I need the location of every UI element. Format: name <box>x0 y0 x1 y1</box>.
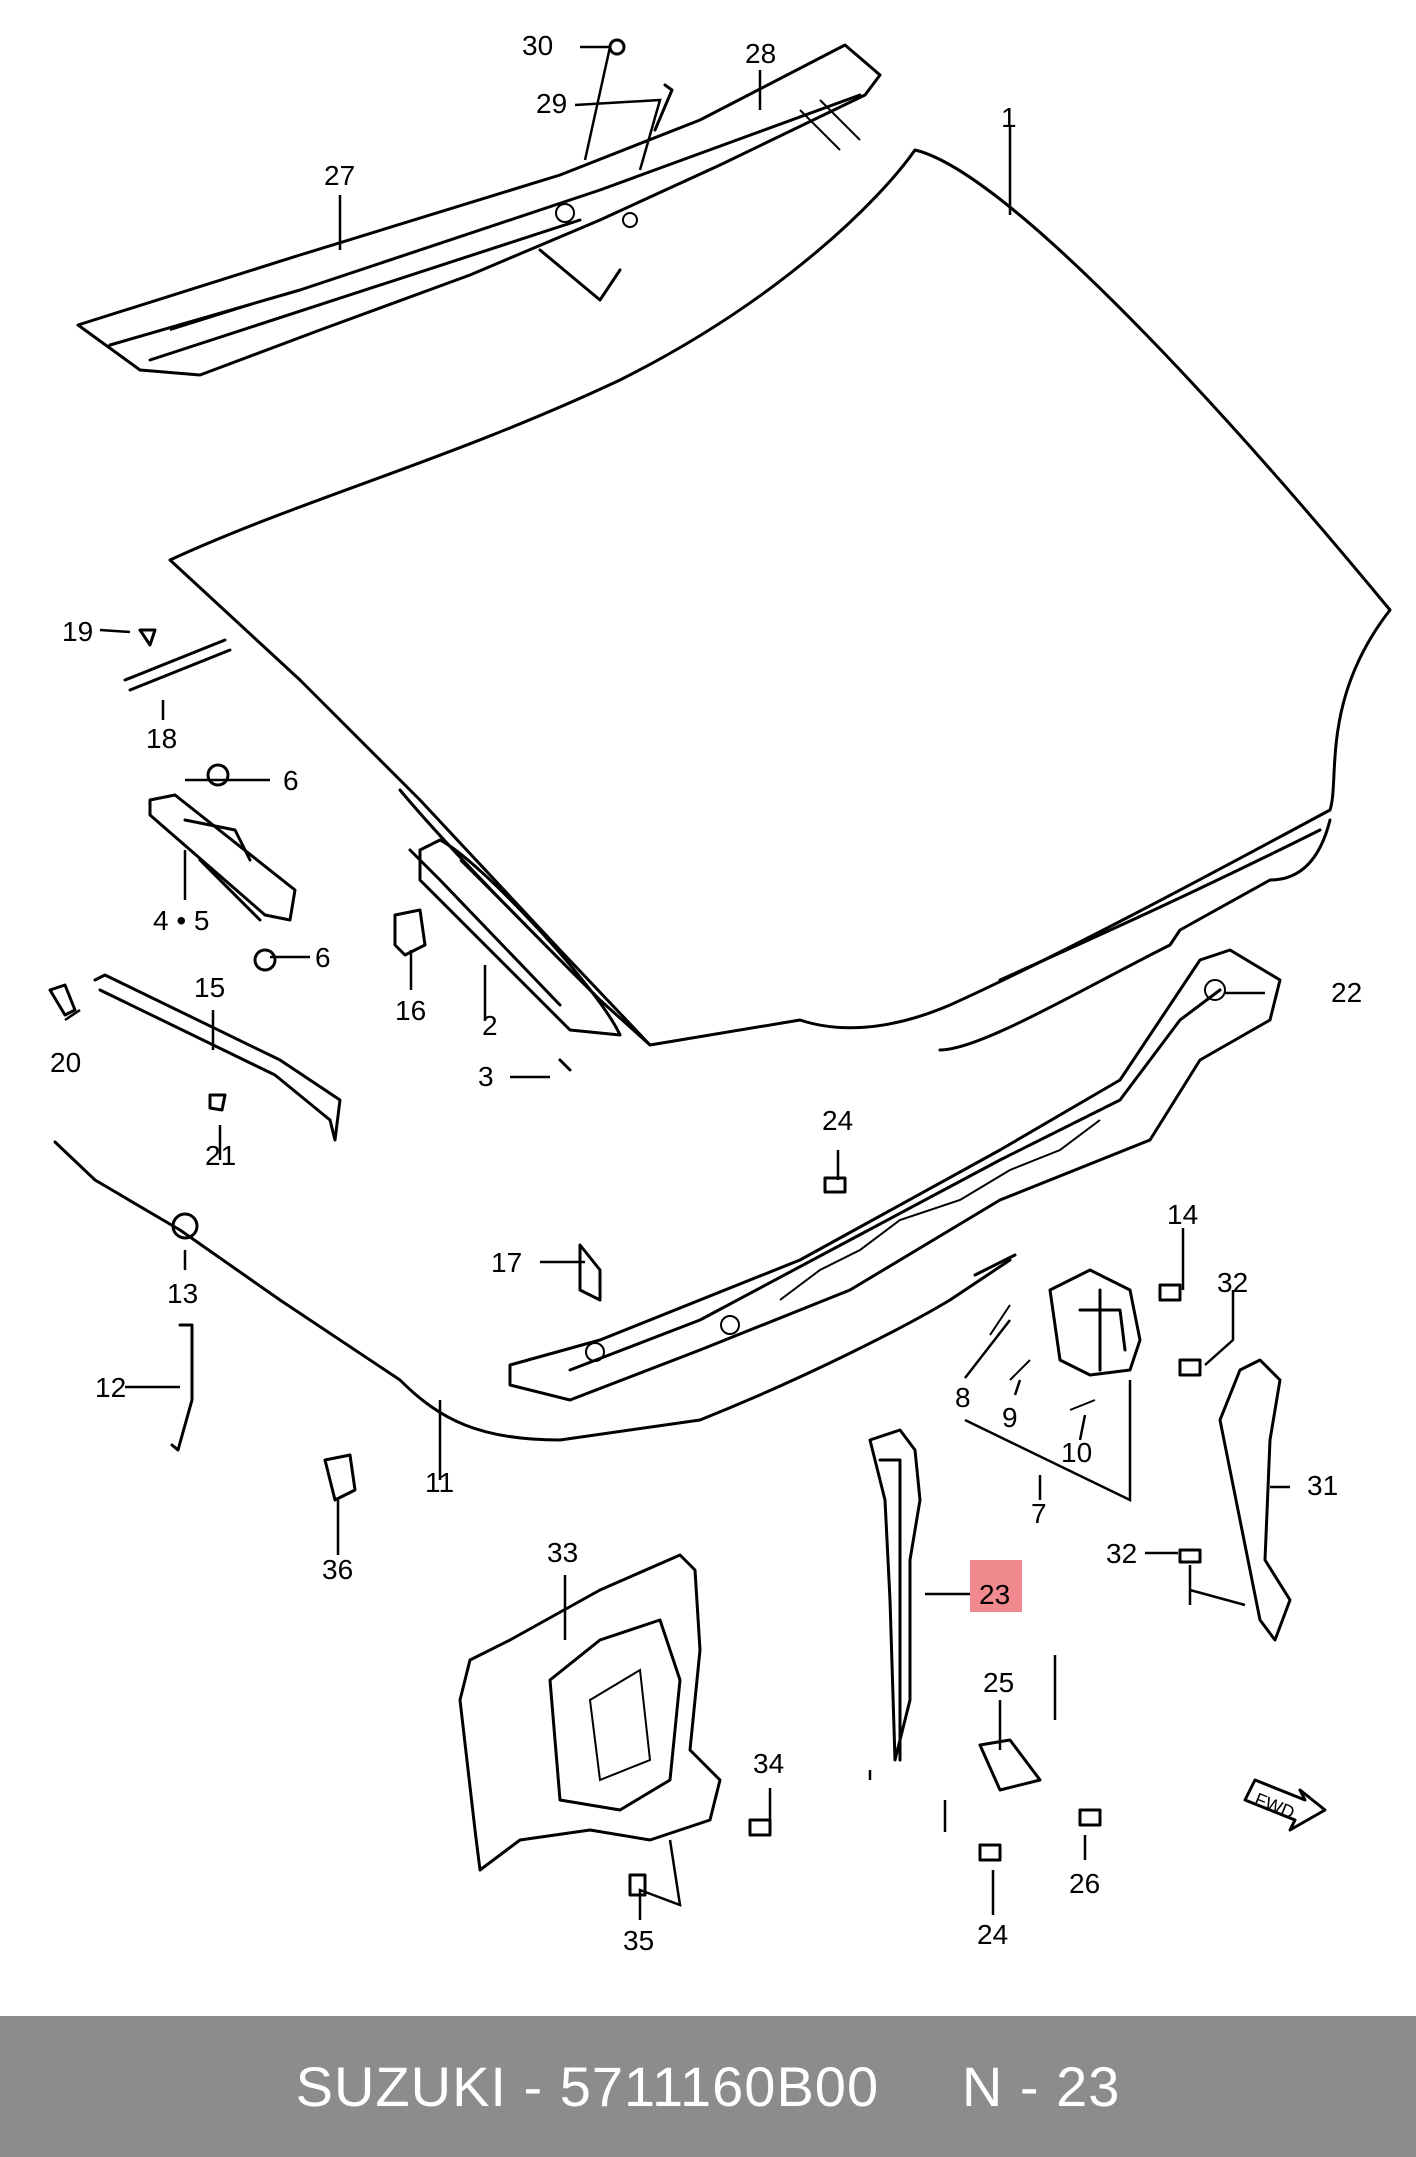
label-4-5: 4 • 5 <box>153 905 210 936</box>
label-7: 7 <box>1031 1498 1047 1529</box>
parts-diagram: FWD 1 2 3 4 • 5 6 6 7 8 9 10 11 12 13 14… <box>48 30 1392 1956</box>
label-2: 2 <box>482 1010 498 1041</box>
label-10: 10 <box>1061 1437 1092 1468</box>
highlight-23 <box>970 1560 1022 1612</box>
label-34: 34 <box>753 1748 784 1779</box>
label-32a: 32 <box>1217 1267 1248 1298</box>
fwd-arrow: FWD <box>1243 1778 1327 1832</box>
label-1: 1 <box>1001 102 1017 133</box>
label-32b: 32 <box>1106 1538 1137 1569</box>
leader-lines <box>64 45 1290 1920</box>
side-bracket <box>1218 1358 1292 1642</box>
hood-seal <box>418 838 622 1037</box>
label-18: 18 <box>146 723 177 754</box>
label-30: 30 <box>522 30 553 61</box>
splash-shield <box>458 1553 722 1872</box>
label-24b: 24 <box>977 1919 1008 1950</box>
label-24a: 24 <box>822 1105 853 1136</box>
callout-labels: 1 2 3 4 • 5 6 6 7 8 9 10 11 12 13 14 15 … <box>50 30 1362 1956</box>
label-6b: 6 <box>315 942 331 973</box>
label-33: 33 <box>547 1537 578 1568</box>
footer-bar: SUZUKI - 5711160B00 N - 23 <box>0 2016 1416 2157</box>
label-31: 31 <box>1307 1470 1338 1501</box>
label-16: 16 <box>395 995 426 1026</box>
label-23: 23 <box>979 1579 1010 1610</box>
label-17: 17 <box>491 1247 522 1278</box>
label-14: 14 <box>1167 1199 1198 1230</box>
hood <box>168 148 1392 1052</box>
label-21: 21 <box>205 1140 236 1171</box>
label-19: 19 <box>62 616 93 647</box>
label-3: 3 <box>478 1061 494 1092</box>
label-26: 26 <box>1069 1868 1100 1899</box>
lock-member <box>508 948 1282 1402</box>
label-12: 12 <box>95 1372 126 1403</box>
label-28: 28 <box>745 38 776 69</box>
label-13: 13 <box>167 1278 198 1309</box>
release-cable <box>53 1140 1017 1442</box>
label-15: 15 <box>194 972 225 1003</box>
label-9: 9 <box>1002 1402 1018 1433</box>
label-36: 36 <box>322 1554 353 1585</box>
label-27: 27 <box>324 160 355 191</box>
label-8: 8 <box>955 1382 971 1413</box>
label-25: 25 <box>983 1667 1014 1698</box>
label-20: 20 <box>50 1047 81 1078</box>
hood-hinge <box>148 793 297 922</box>
support-rod <box>93 973 342 1142</box>
fasteners <box>48 38 1202 1897</box>
part-number-caption: SUZUKI - 5711160B00 N - 23 <box>295 2055 1121 2118</box>
cowl-panel <box>76 43 882 377</box>
label-6a: 6 <box>283 765 299 796</box>
label-35: 35 <box>623 1925 654 1956</box>
hood-lock <box>989 1268 1142 1411</box>
label-11: 11 <box>425 1467 454 1498</box>
label-22: 22 <box>1331 977 1362 1008</box>
label-29: 29 <box>536 88 567 119</box>
